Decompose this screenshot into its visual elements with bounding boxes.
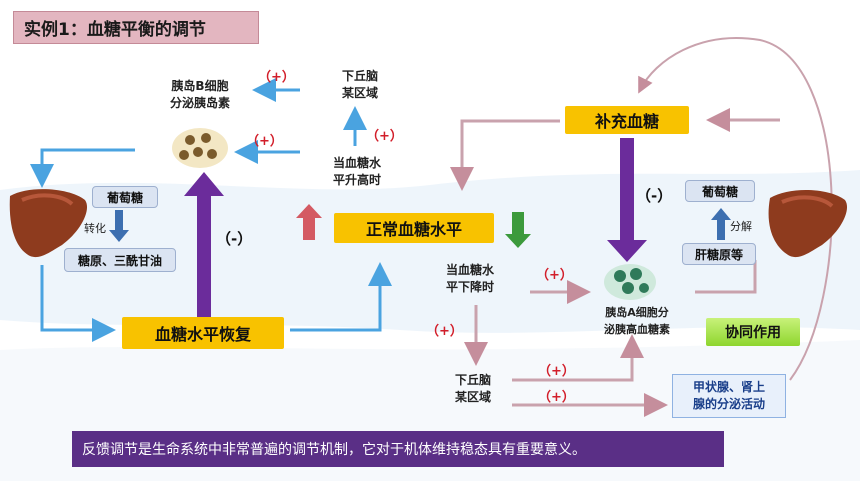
plus-3: （+） [366, 129, 403, 144]
liver-left-icon [9, 189, 88, 258]
minus-right: （-） [636, 187, 673, 205]
arrow-b-cell-to-liver [30, 148, 135, 188]
plus-6: （+） [538, 364, 575, 379]
plus-5: （+） [426, 324, 463, 339]
a-cell-label: 胰岛A细胞分 泌胰高血糖素 [604, 306, 670, 336]
synergy-box: 协同作用 [706, 318, 800, 346]
page-title: 实例1：血糖平衡的调节 [13, 11, 259, 44]
big-purple-arrow-down [607, 138, 647, 262]
liver-right-icon [768, 189, 848, 258]
convert-label: 转化 [84, 222, 106, 235]
hypothalamus-label-bottom: 下丘脑 某区域 [454, 373, 491, 404]
normal-level-box: 正常血糖水平 [334, 213, 494, 243]
decompose-label: 分解 [730, 220, 752, 233]
arrow-recovery-to-normal [290, 262, 392, 332]
footer-note: 反馈调节是生命系统中非常普遍的调节机制，它对于机体维持稳态具有重要意义。 [72, 431, 724, 467]
hypothalamus-label-top: 下丘脑 某区域 [341, 69, 378, 100]
storage-box: 糖原、三酰甘油 [64, 248, 176, 272]
arrow-liver-to-recovery [40, 265, 116, 342]
glucose-right-box: 葡萄糖 [685, 180, 755, 202]
plus-7: （+） [538, 390, 575, 405]
plus-1: （+） [258, 70, 295, 85]
b-cell-label: 胰岛B细胞 分泌胰岛素 [169, 79, 230, 110]
fall-label: 当血糖水 平下降时 [445, 263, 494, 294]
recovered-level-box: 血糖水平恢复 [122, 317, 284, 349]
plus-4: （+） [536, 268, 573, 283]
arrow-supplement-to-normal [450, 119, 560, 191]
plus-2: （+） [246, 134, 283, 149]
thyroid-box: 甲状腺、肾上 腺的分泌活动 [692, 380, 765, 411]
minus-left: （-） [216, 230, 253, 248]
big-purple-arrow-up [184, 172, 224, 318]
supplement-box: 补充血糖 [565, 106, 689, 134]
b-cells-icon [172, 128, 228, 168]
glucose-left-box: 葡萄糖 [92, 186, 158, 208]
a-cells-icon [604, 264, 656, 300]
glycogen-box: 肝糖原等 [682, 243, 756, 265]
rise-label: 当血糖水 平升高时 [332, 156, 381, 187]
